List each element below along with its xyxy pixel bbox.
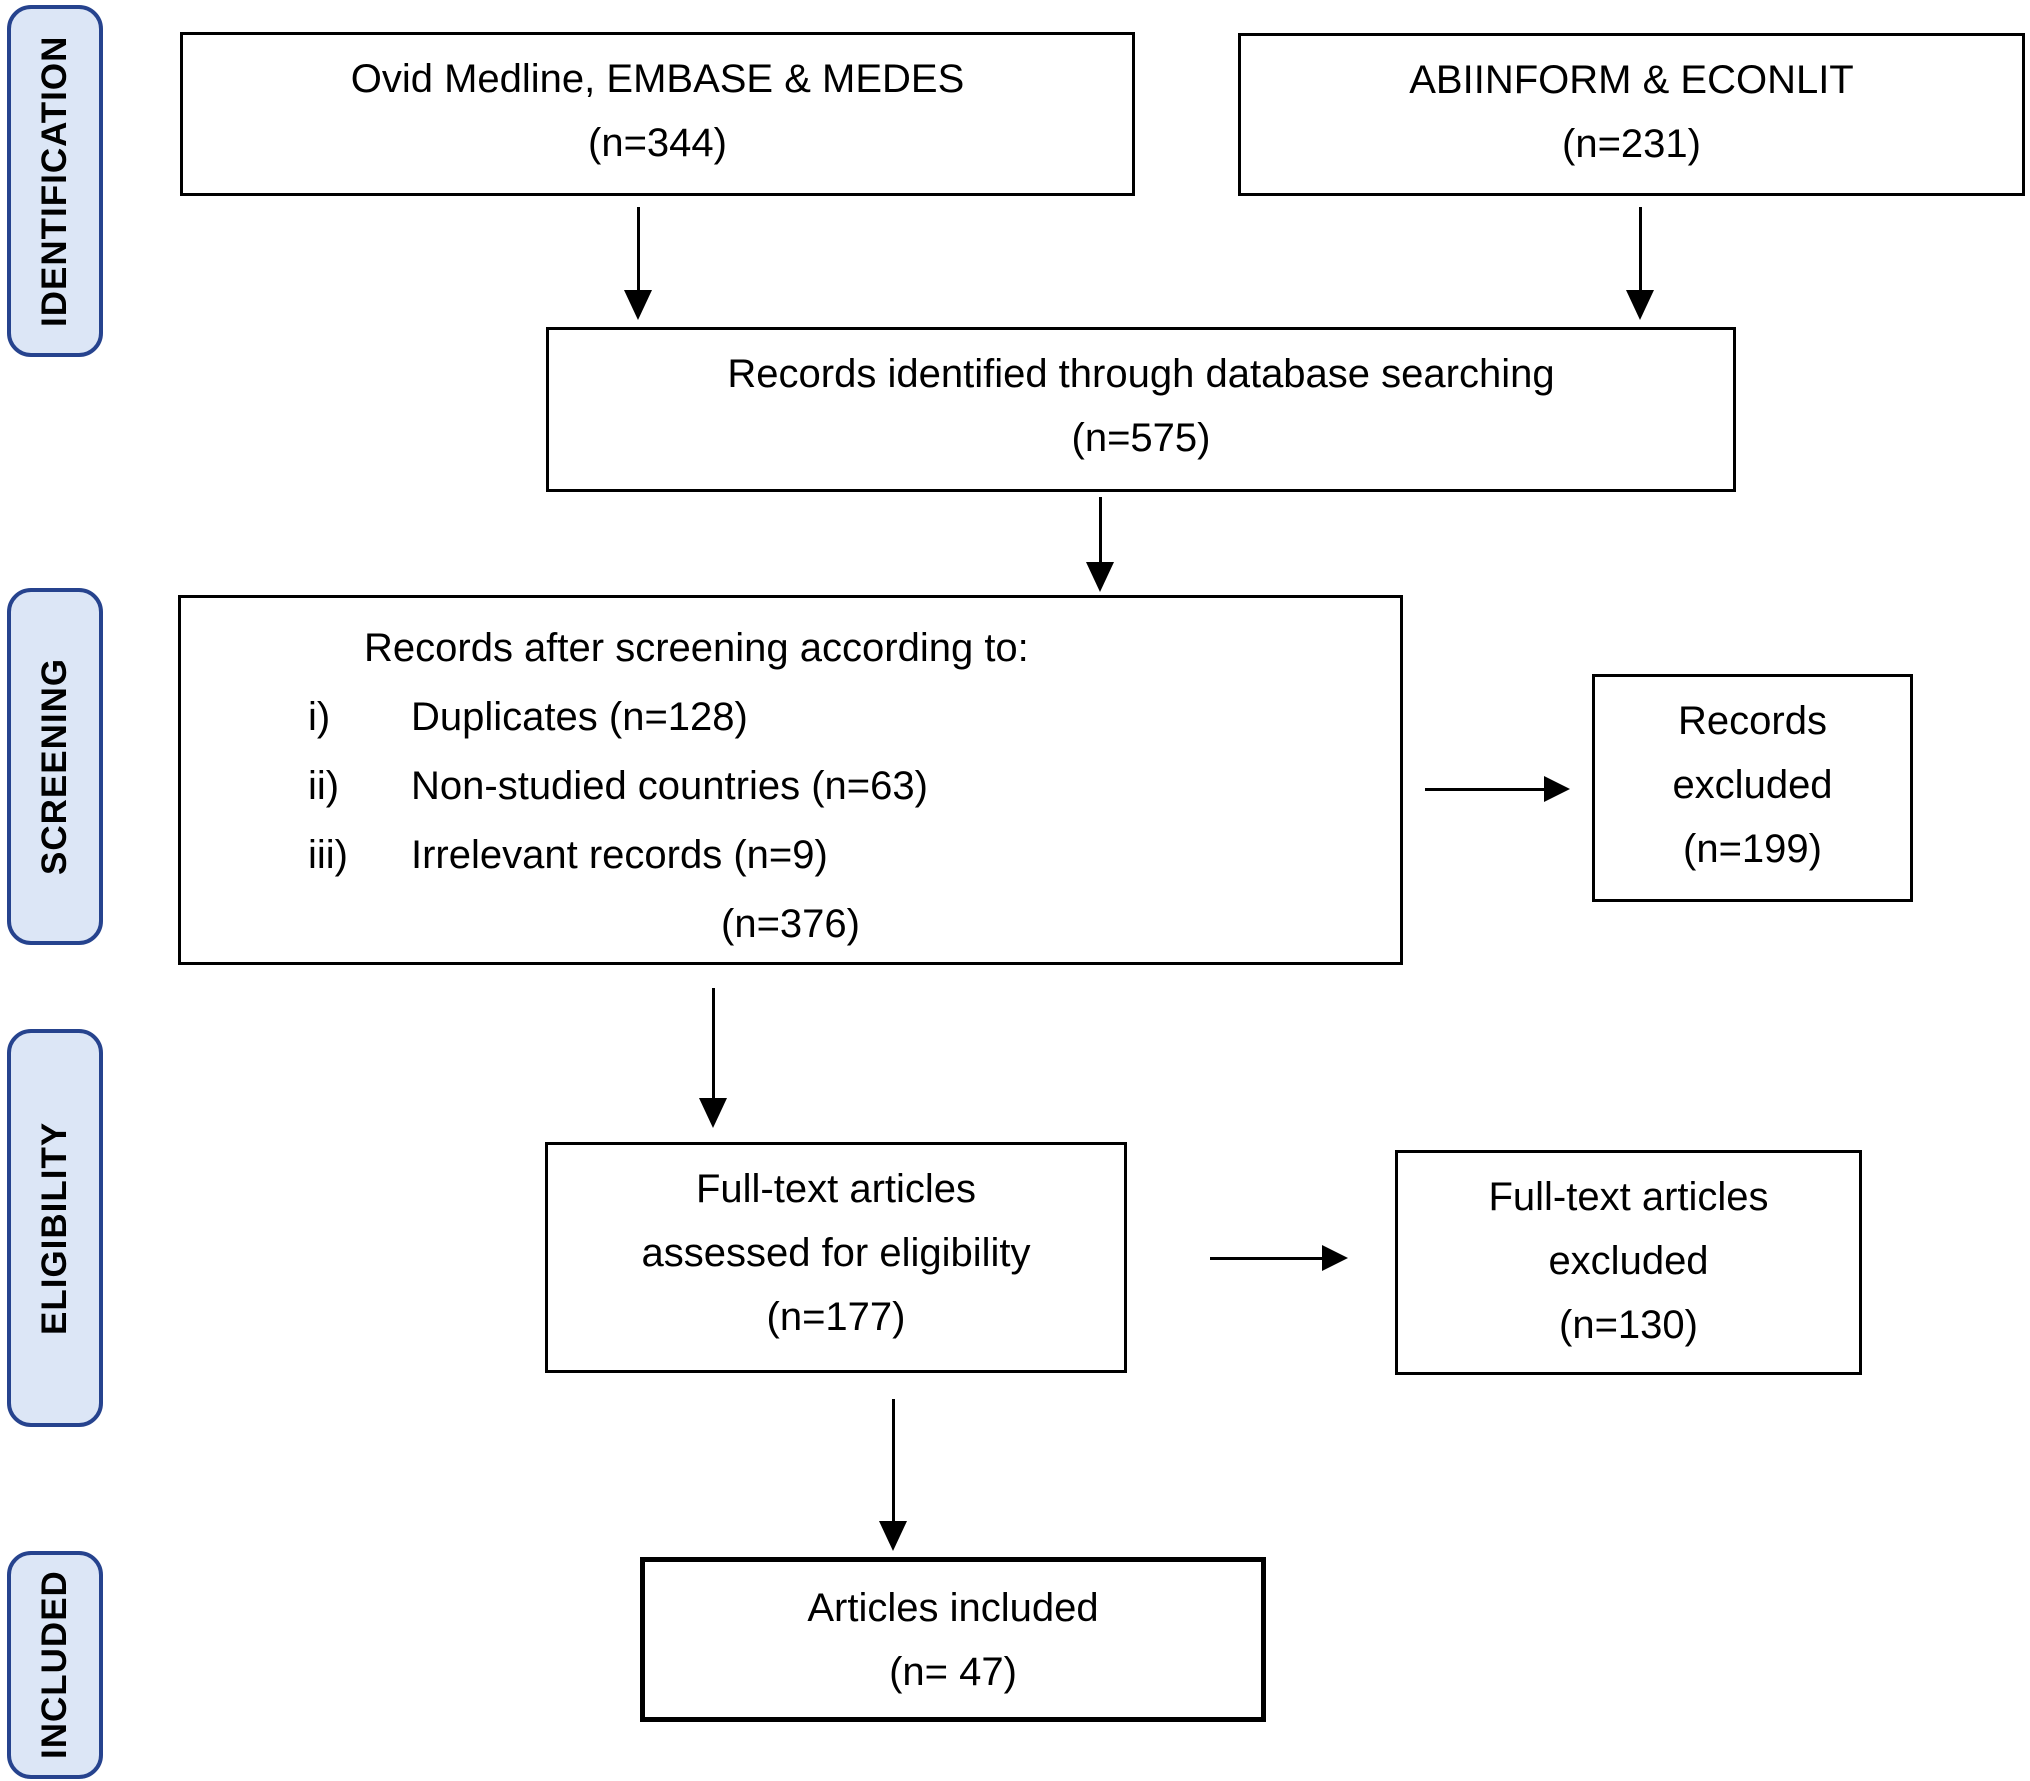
box-articles-included: Articles included (n= 47)	[640, 1557, 1266, 1722]
box-sources-medline: Ovid Medline, EMBASE & MEDES (n=344)	[180, 32, 1135, 196]
box-fulltext-excluded: Full-text articles excluded (n=130)	[1395, 1150, 1862, 1375]
screening-total: (n=376)	[721, 902, 860, 946]
screening-title: Records after screening according to:	[364, 626, 1029, 670]
list-marker: i)	[308, 695, 331, 739]
stage-label-identification: IDENTIFICATION	[7, 5, 103, 357]
box-line: Full-text articles	[1488, 1175, 1769, 1219]
box-records-excluded: Records excluded (n=199)	[1592, 674, 1913, 902]
box-count: (n=177)	[766, 1295, 906, 1339]
box-line: excluded	[1672, 763, 1833, 807]
screening-item: ii) Non-studied countries (n=63)	[181, 752, 1400, 821]
box-sources-abiinform: ABIINFORM & ECONLIT (n=231)	[1238, 33, 2025, 196]
box-count: (n=199)	[1683, 827, 1822, 871]
stage-label-eligibility: ELIGIBILITY	[7, 1029, 103, 1427]
box-line: Records identified through database sear…	[727, 352, 1555, 396]
box-line: assessed for eligibility	[641, 1231, 1031, 1275]
list-text: Irrelevant records (n=9)	[411, 833, 828, 877]
box-records-identified: Records identified through database sear…	[546, 327, 1736, 492]
screening-item: i) Duplicates (n=128)	[181, 683, 1400, 752]
box-records-screened: Records after screening according to: i)…	[178, 595, 1403, 965]
list-text: Duplicates (n=128)	[411, 695, 748, 739]
list-marker: ii)	[308, 764, 340, 808]
box-line: Full-text articles	[695, 1167, 977, 1211]
box-fulltext-assessed: Full-text articles assessed for eligibil…	[545, 1142, 1127, 1373]
box-line: Articles included	[807, 1586, 1099, 1630]
stage-label-screening: SCREENING	[7, 588, 103, 945]
box-count: (n=231)	[1562, 122, 1701, 166]
box-line: ABIINFORM & ECONLIT	[1409, 58, 1854, 102]
screening-item: iii) Irrelevant records (n=9)	[181, 821, 1400, 890]
box-line: Records	[1678, 699, 1827, 743]
box-count: (n=130)	[1559, 1303, 1698, 1347]
stage-label-included: INCLUDED	[7, 1551, 103, 1779]
box-line: Ovid Medline, EMBASE & MEDES	[350, 57, 965, 101]
box-count: (n=575)	[1071, 416, 1211, 460]
box-line: excluded	[1548, 1239, 1709, 1283]
list-text: Non-studied countries (n=63)	[411, 764, 928, 808]
box-count: (n= 47)	[889, 1650, 1017, 1694]
box-count: (n=344)	[588, 121, 727, 165]
list-marker: iii)	[308, 833, 348, 877]
